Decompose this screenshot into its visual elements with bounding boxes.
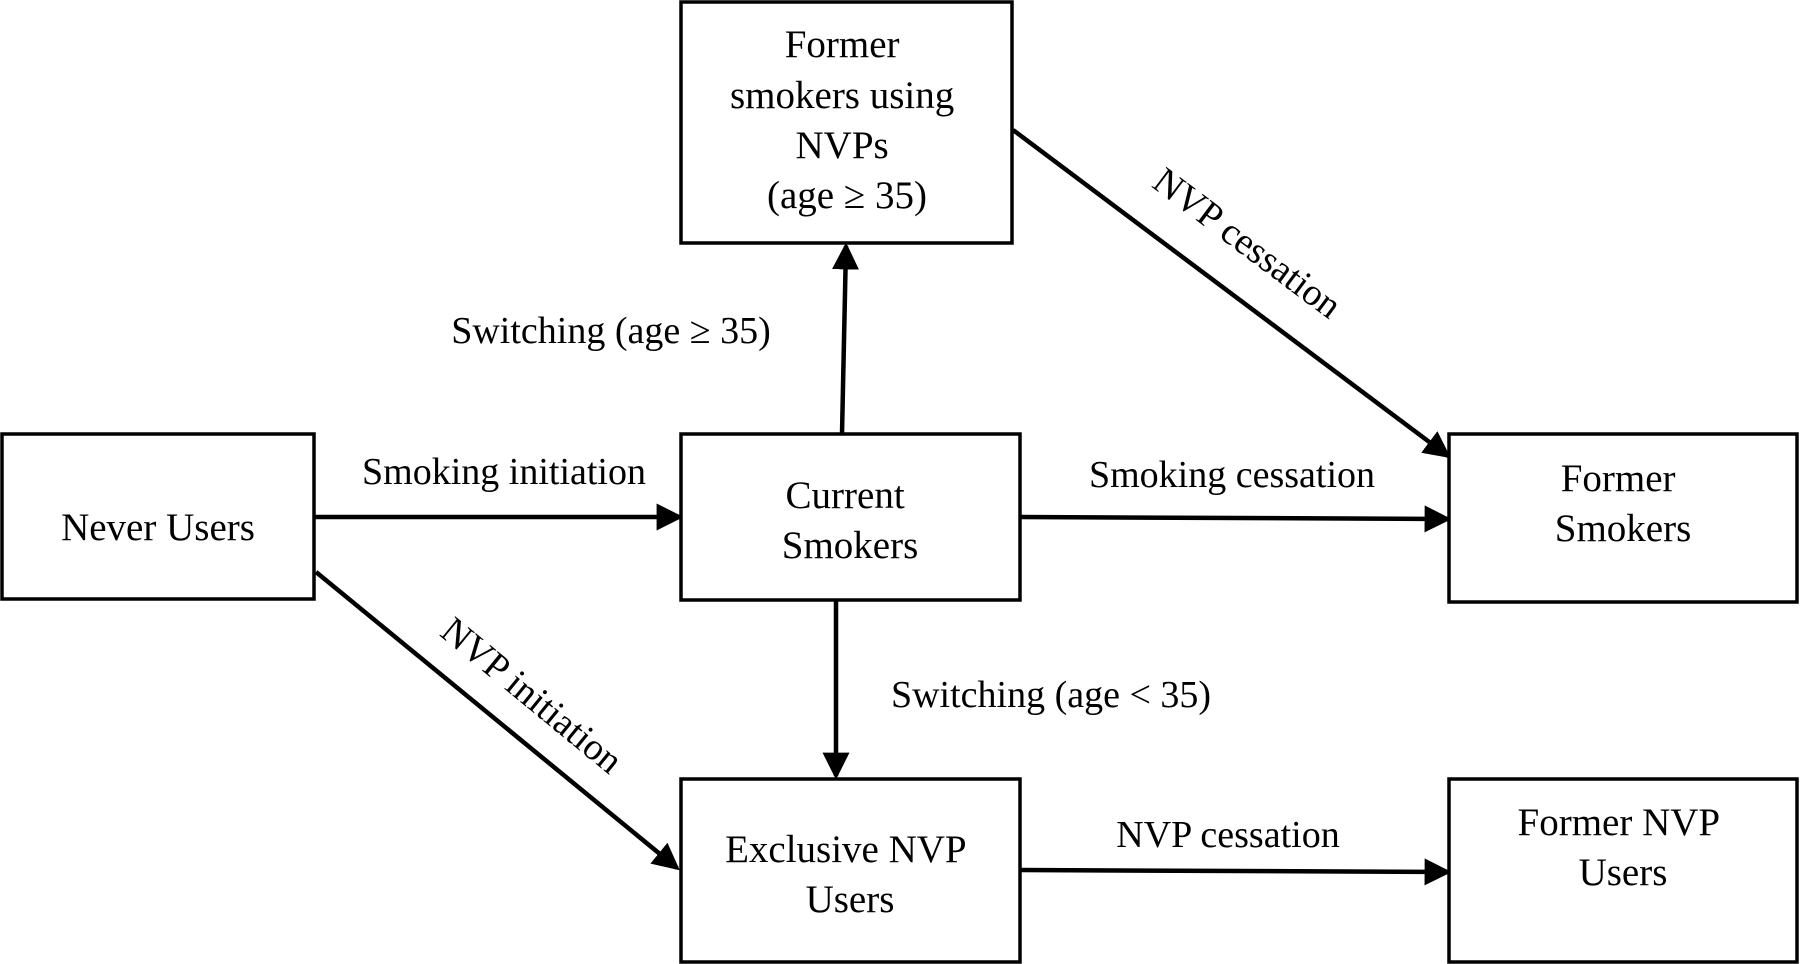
former-smokers-line-2: Smokers: [1555, 507, 1692, 550]
never-users-line-1: Never Users: [61, 506, 255, 549]
current-smokers-line-2: Smokers: [782, 524, 919, 567]
switching-old-label: Switching (age ≥ 35): [451, 310, 771, 352]
former-smokers-nvp-node: Former smokers using NVPs (age ≥ 35): [679, 0, 1014, 245]
svg-text:Former NVP Users: Former NVP Users: [1518, 801, 1729, 894]
nvp-cessation-top-label: NVP cessation: [1145, 160, 1349, 327]
svg-text:Current Smokers: Current Smokers: [782, 474, 919, 567]
smoking-cessation-arrow: [1019, 505, 1452, 533]
never-users-node: Never Users: [0, 432, 316, 601]
svg-text:Former Smokers: Former Smokers: [1555, 457, 1692, 550]
former-smokers-node: Former Smokers: [1447, 432, 1799, 604]
smoking-initiation-label: Smoking initiation: [362, 451, 646, 493]
exclusive-nvp-users-node: Exclusive NVP Users: [679, 777, 1022, 964]
current-smokers-line-1: Current: [786, 474, 905, 517]
svg-text:Never Users: Never Users: [61, 506, 255, 549]
nvp-initiation-arrow: [314, 570, 680, 871]
svg-text:Exclusive NVP Users: Exclusive NVP Users: [725, 828, 975, 921]
smoking-cessation-label: Smoking cessation: [1089, 454, 1375, 496]
former-smokers-nvp-line-3: NVPs: [796, 124, 889, 167]
exclusive-nvp-users-line-2: Users: [806, 878, 895, 921]
former-smokers-nvp-line-2: smokers using: [730, 74, 954, 117]
switching-young-label: Switching (age < 35): [891, 674, 1211, 716]
former-smokers-nvp-line-4: (age ≥ 35): [767, 174, 927, 217]
nvp-initiation-label: NVP initiation: [433, 609, 631, 782]
former-nvp-users-node: Former NVP Users: [1447, 777, 1799, 964]
former-smokers-line-1: Former: [1561, 457, 1676, 500]
former-nvp-users-line-1: Former NVP: [1518, 801, 1720, 844]
nvp-cessation-bottom-arrow: [1019, 858, 1452, 886]
switching-old-arrow: [832, 242, 859, 435]
svg-text:Former smokers using: Former smokers using NVPs (age ≥ 35): [730, 23, 964, 217]
nvp-cessation-top-arrow: [1011, 128, 1451, 459]
former-smokers-nvp-line-1: Former: [785, 23, 900, 66]
former-nvp-users-line-2: Users: [1579, 851, 1668, 894]
nvp-cessation-bottom-label: NVP cessation: [1116, 814, 1339, 856]
exclusive-nvp-users-line-1: Exclusive NVP: [725, 828, 966, 871]
current-smokers-node: Current Smokers: [679, 432, 1022, 602]
